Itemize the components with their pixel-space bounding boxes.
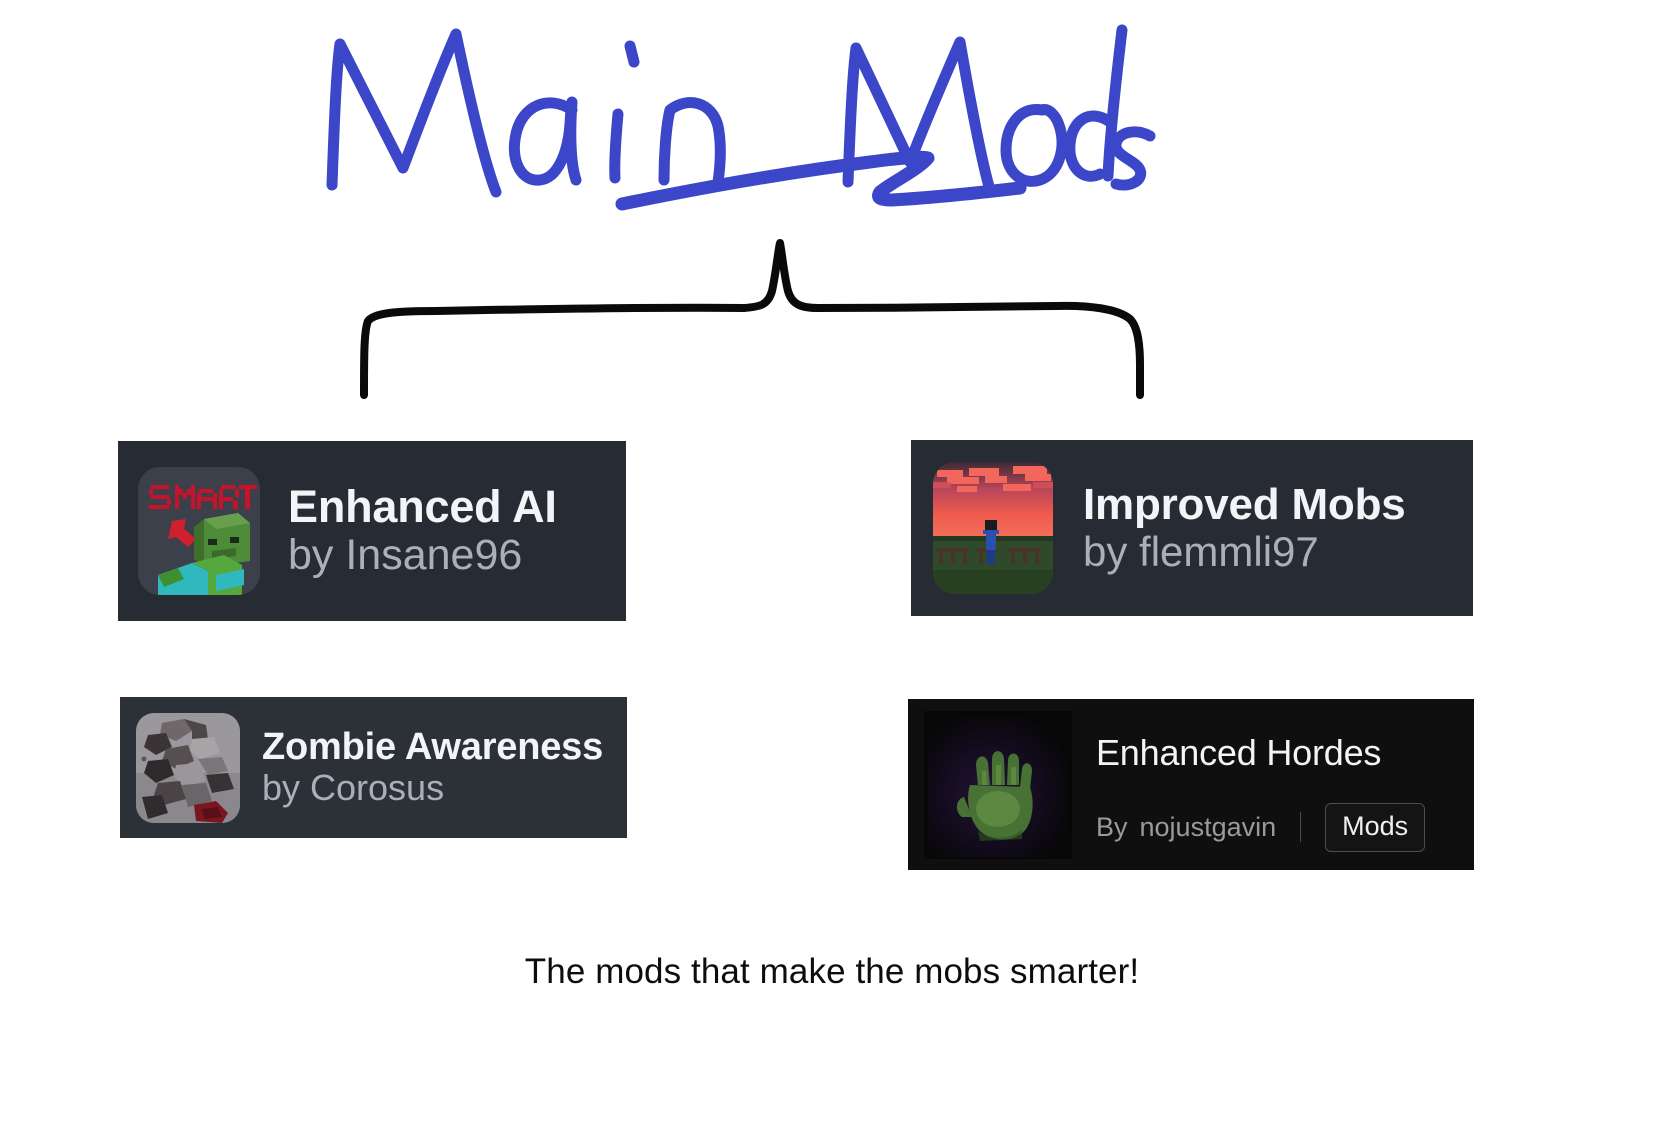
slide-caption: The mods that make the mobs smarter! (524, 952, 1140, 991)
mod-title: Enhanced AI (288, 480, 557, 532)
mod-card-zombie-awareness[interactable]: Zombie Awareness by Corosus (120, 697, 627, 838)
mod-author: by Corosus (262, 766, 445, 808)
mod-title: Improved Mobs (1083, 479, 1406, 529)
brace-connector (360, 239, 1144, 399)
mod-card-improved-mobs[interactable]: Improved Mobs by flemmli97 (911, 440, 1473, 616)
mod-title: Enhanced Hordes (1096, 732, 1382, 774)
zombie-hand-icon (924, 710, 1072, 859)
mod-author: by Insane96 (288, 531, 523, 580)
mods-badge[interactable]: Mods (1325, 802, 1426, 852)
mod-card-text: Zombie Awareness by Corosus (262, 725, 604, 808)
mod-card-text: Enhanced AI by Insane96 (288, 480, 557, 580)
mod-author-prefix: By (1096, 811, 1128, 842)
stone-rubble-icon (136, 712, 240, 823)
mod-card-text: Improved Mobs by flemmli97 (1083, 481, 1406, 576)
page-title-handwriting (326, 24, 1156, 211)
smart-zombie-icon (138, 467, 260, 595)
mod-card-enhanced-hordes[interactable]: Enhanced Hordes By nojustgavin Mods (908, 699, 1474, 870)
mod-title: Zombie Awareness (262, 725, 604, 768)
mod-card-enhanced-ai[interactable]: Enhanced AI by Insane96 (118, 441, 626, 621)
sunset-field-icon (933, 462, 1053, 594)
mod-author: nojustgavin (1139, 811, 1277, 842)
meta-divider (1300, 812, 1302, 843)
mod-author: by flemmli97 (1083, 528, 1319, 576)
mod-meta-row: By nojustgavin Mods (1096, 802, 1426, 852)
mod-card-text: Enhanced Hordes By nojustgavin Mods (1096, 717, 1426, 852)
